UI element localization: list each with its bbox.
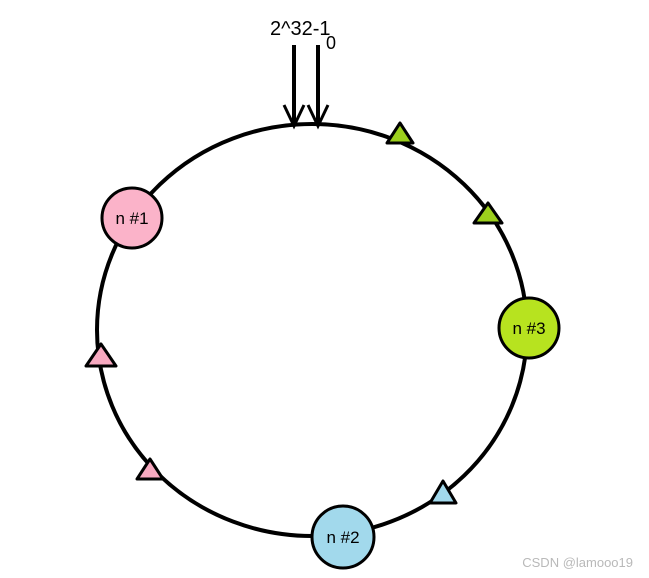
- node-2-circle: [310, 504, 376, 570]
- max-value-arrow: [282, 45, 306, 130]
- key-marker-green-top: [385, 121, 415, 145]
- key-marker-blue-bottom: [428, 479, 458, 505]
- zero-value-arrow: [306, 45, 330, 130]
- key-marker-green-right: [472, 201, 504, 225]
- node-2-label: n #2: [326, 528, 359, 547]
- node-2: n #2: [310, 504, 376, 570]
- key-marker-pink-left: [84, 342, 118, 368]
- node-3-label: n #3: [512, 319, 545, 338]
- zero-value-label: 0: [326, 33, 336, 53]
- node-1-circle: [100, 186, 164, 250]
- node-1: n #1: [100, 186, 164, 250]
- max-value-label: 2^32-1: [270, 18, 331, 40]
- node-1-label: n #1: [115, 209, 148, 228]
- node-3-circle: [497, 296, 561, 360]
- node-3: n #3: [497, 296, 561, 360]
- watermark-text: CSDN @lamooo19: [522, 555, 633, 570]
- key-marker-pink-bottom: [135, 457, 165, 481]
